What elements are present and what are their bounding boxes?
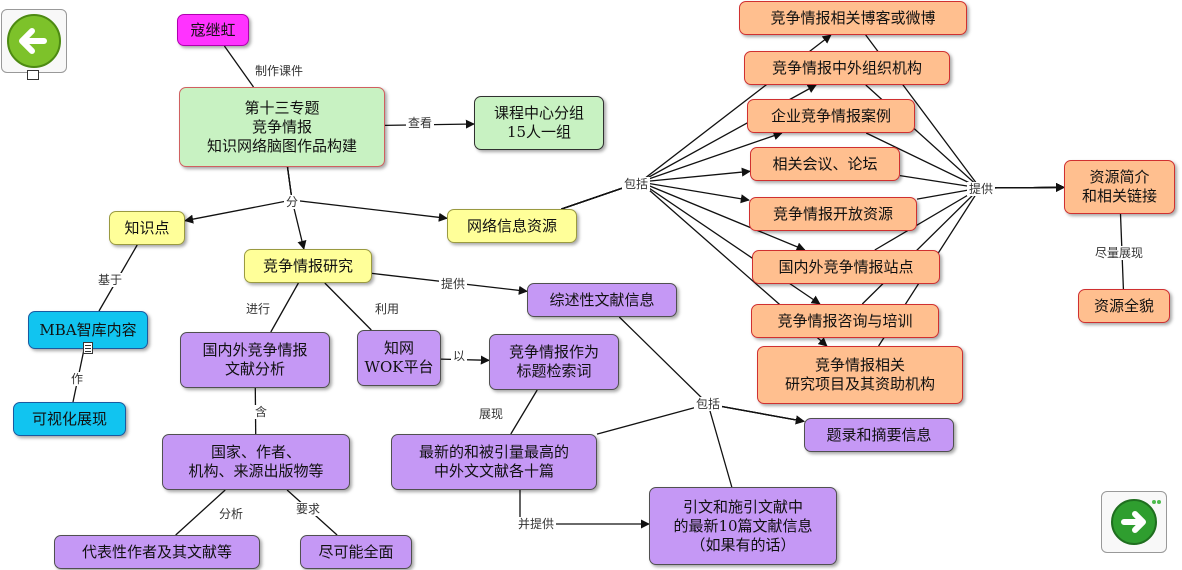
edge-topic-knowledge [184,166,293,224]
edge-topic-netres [286,166,448,222]
node-research[interactable]: 竞争情报研究 [244,249,372,283]
edge-research-cnki [324,282,372,331]
edge-label: 要求 [293,502,323,516]
edge-label: 提供 [438,277,468,291]
edge-label: 进行 [243,302,273,316]
node-latest[interactable]: 最新的和被引量最高的 中外文文献各十篇 [391,434,597,490]
node-repauthors[interactable]: 代表性作者及其文献等 [54,535,260,569]
node-review[interactable]: 综述性文献信息 [527,283,677,317]
node-mba[interactable]: MBA智库内容 [28,311,148,349]
edge-label: 基于 [95,273,125,287]
edge-label: 含 [252,405,270,419]
node-litanalysis[interactable]: 国内外竞争情报 文献分析 [180,332,330,388]
edge-author-topic [223,45,255,88]
edge-label: 利用 [372,302,402,316]
edge-citing-abstract [707,403,805,488]
node-course[interactable]: 课程中心分组 15人一组 [474,96,604,150]
node-knowledge[interactable]: 知识点 [109,211,185,245]
arrow-right-icon [1111,499,1161,545]
node-citing[interactable]: 引文和施引文献中 的最新10篇文献信息 （如果有的话） [649,487,837,565]
node-blogs[interactable]: 竞争情报相关博客或微博 [739,1,967,35]
edge-label: 制作课件 [252,64,306,78]
node-netres[interactable]: 网络信息资源 [447,209,577,243]
node-meetings[interactable]: 相关会议、论坛 [750,147,900,181]
edge-label: 包括 [693,397,723,411]
node-visual[interactable]: 可视化展现 [13,402,126,436]
node-cases[interactable]: 企业竞争情报案例 [747,99,915,133]
edge-label: 展现 [476,407,506,421]
node-orgs[interactable]: 竞争情报中外组织机构 [744,51,950,85]
node-author[interactable]: 寇继虹 [177,14,249,46]
node-sites[interactable]: 国内外竞争情报站点 [752,250,940,284]
edge-countries-repauthors [175,489,226,536]
node-countries[interactable]: 国家、作者、 机构、来源出版物等 [162,434,350,490]
edge-label: 提供 [966,182,996,196]
edge-label: 作 [68,372,86,386]
node-abstract[interactable]: 题录和摘要信息 [804,418,954,452]
edge-label: 尽量展现 [1092,246,1146,260]
arrow-left-icon [7,14,61,68]
node-cnki[interactable]: 知网 WOK平台 [357,330,441,386]
back-button[interactable] [1,9,67,73]
node-openres[interactable]: 竞争情报开放资源 [749,197,917,231]
edge-label: 包括 [621,177,651,191]
node-titlekw[interactable]: 竞争情报作为 标题检索词 [489,334,619,390]
edge-label: 分 [283,195,301,209]
edge-label: 分析 [216,507,246,521]
edge-label: 以 [450,349,468,363]
node-projects[interactable]: 竞争情报相关 研究项目及其资助机构 [757,346,963,404]
node-consult[interactable]: 竞争情报咨询与培训 [751,304,939,338]
node-resall[interactable]: 资源全貌 [1078,289,1170,323]
forward-button[interactable] [1101,491,1167,553]
document-icon[interactable] [83,342,93,354]
node-comprehensive[interactable]: 尽可能全面 [300,535,412,569]
sitemap-icon[interactable] [27,70,39,80]
node-topic[interactable]: 第十三专题 竞争情报 知识网络脑图作品构建 [179,87,385,167]
edge-label: 查看 [405,116,435,130]
node-resintro[interactable]: 资源简介 和相关链接 [1064,160,1175,214]
edge-titlekw-latest [510,389,538,435]
edge-research-litanalysis [270,282,299,333]
edge-label: 并提供 [515,517,557,531]
